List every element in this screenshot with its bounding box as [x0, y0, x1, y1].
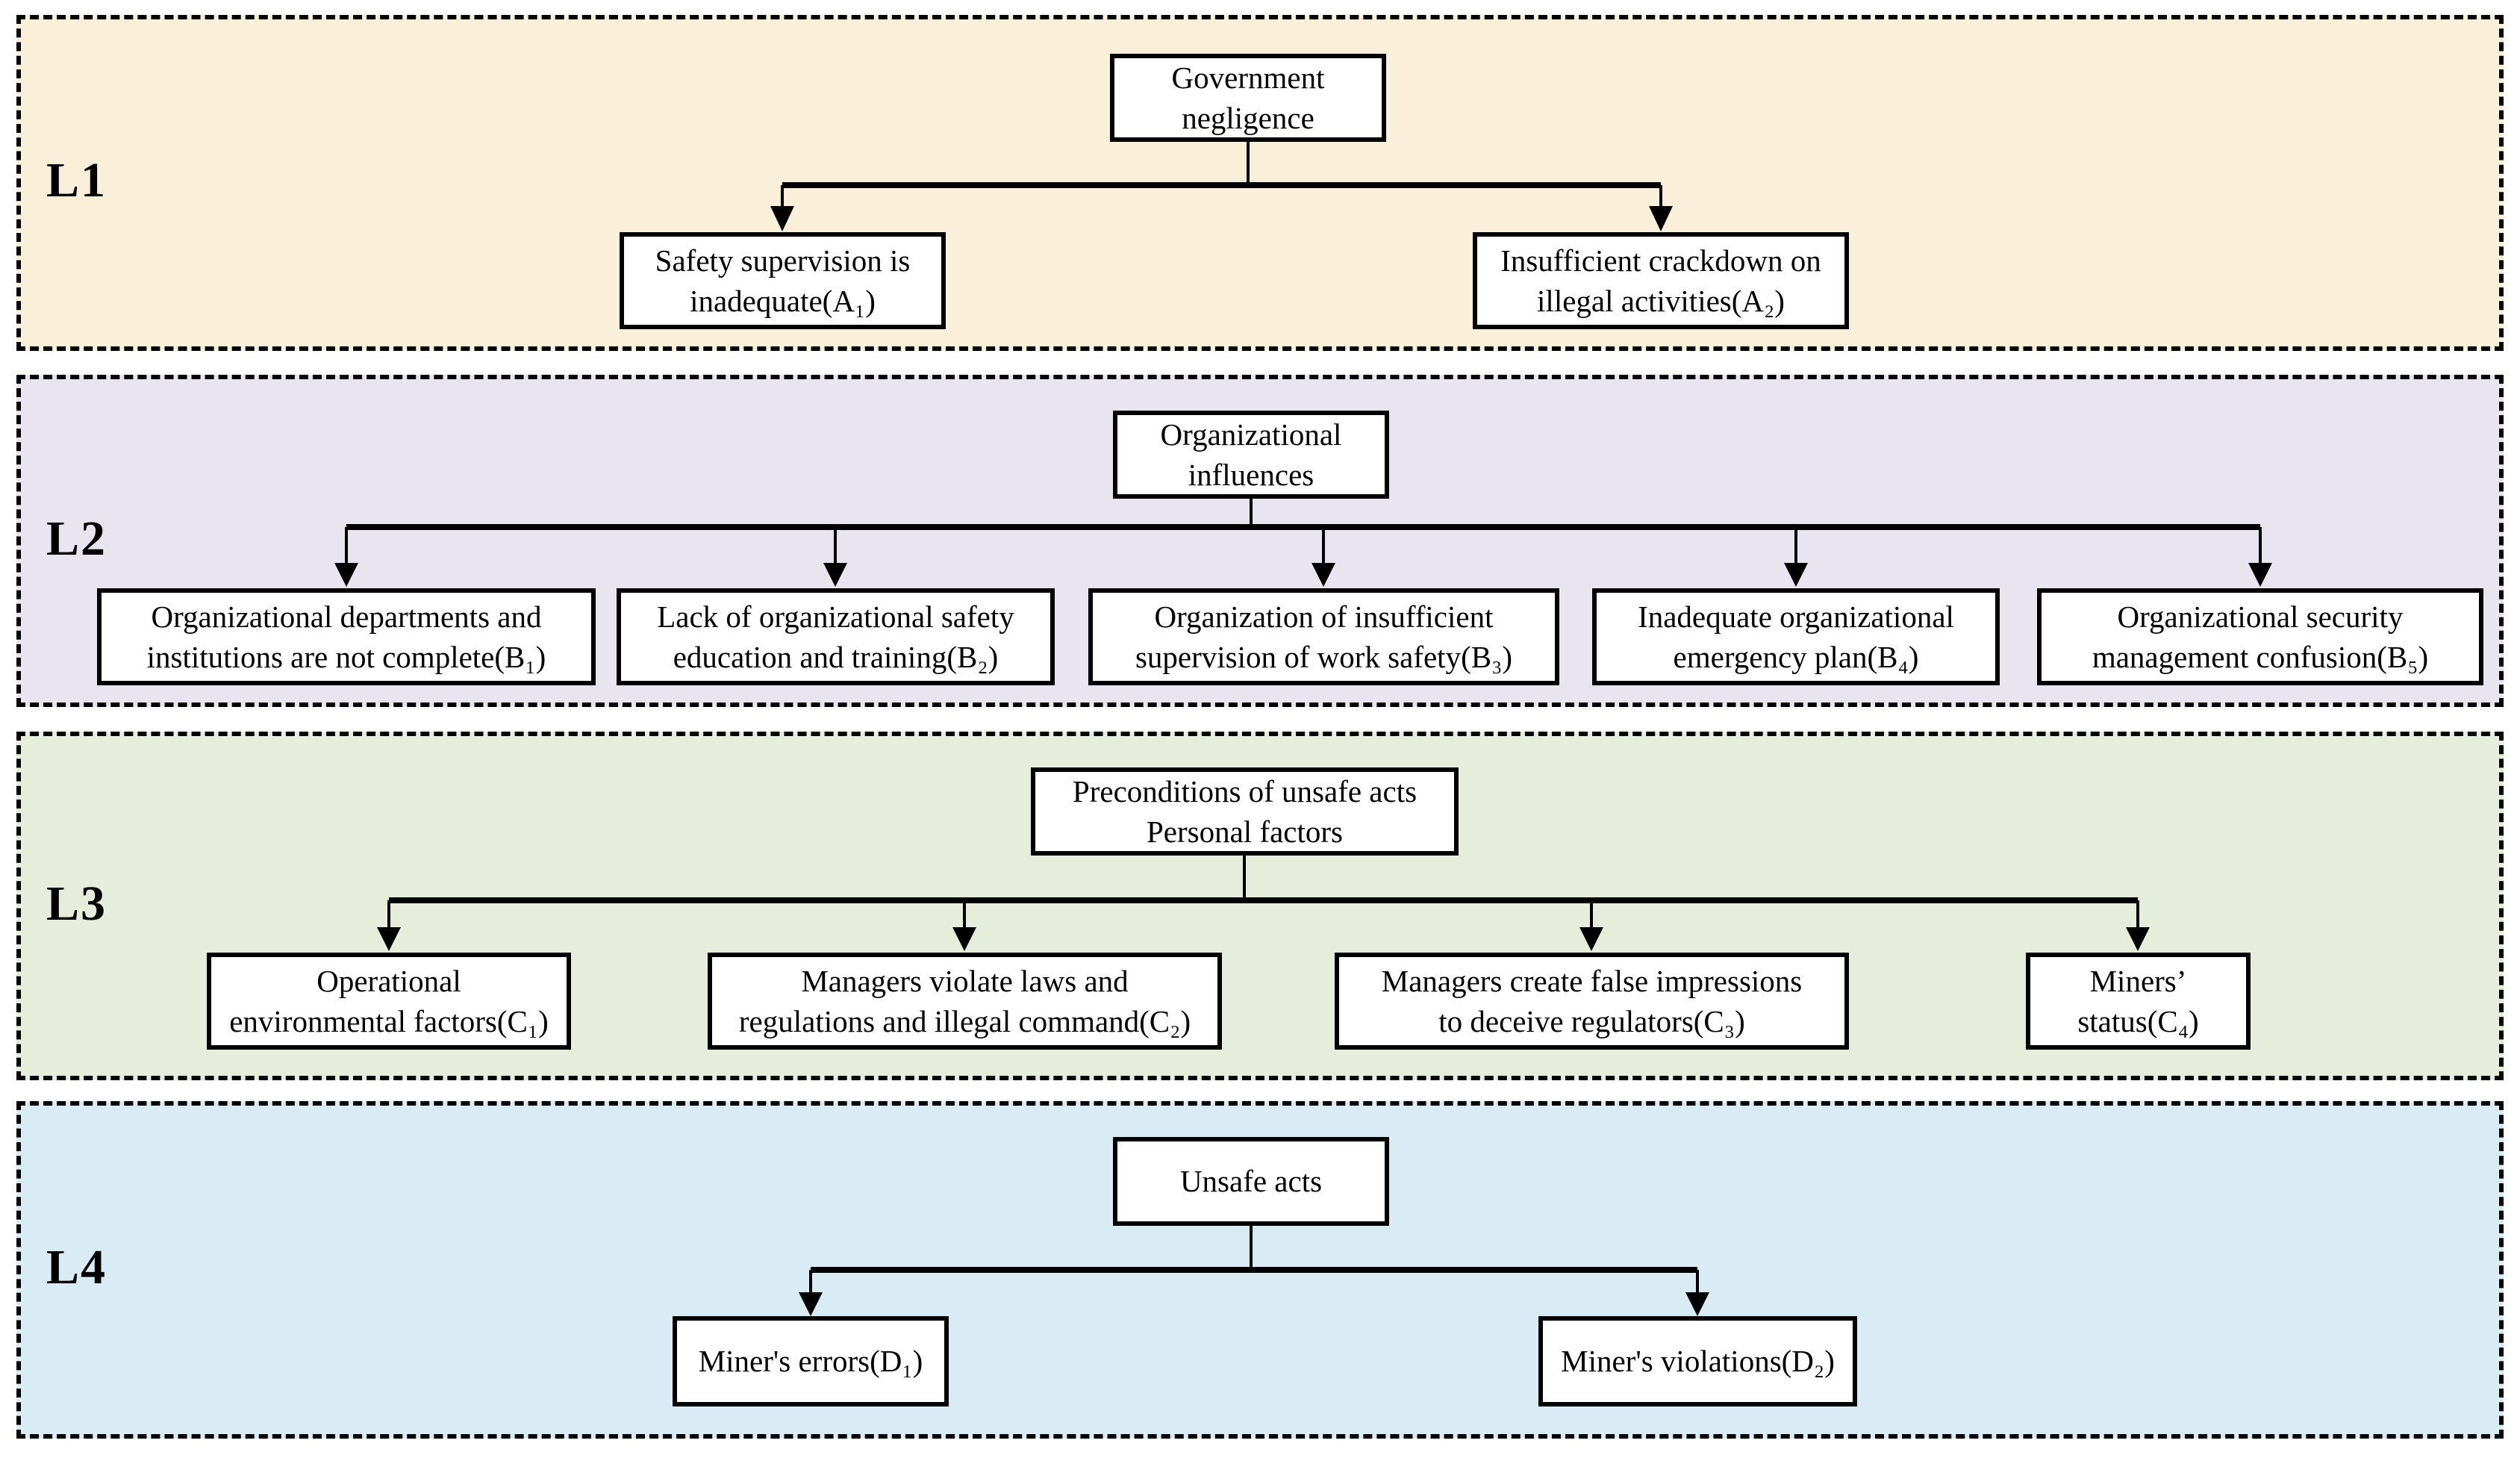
node-d2: Miner's violations(D₂) [1538, 1316, 1857, 1406]
band-l3-label: L3 [46, 876, 107, 931]
node-b5: Organizational security management confu… [2037, 588, 2483, 685]
node-b4: Inadequate organizational emergency plan… [1592, 588, 2000, 685]
node-organizational-influences: Organizational influences [1113, 411, 1389, 499]
band-l2-label: L2 [46, 511, 107, 566]
node-b3: Organization of insufficient supervision… [1088, 588, 1559, 685]
node-a2: Insufficient crackdown on illegal activi… [1473, 232, 1849, 329]
arrowhead [334, 563, 358, 587]
band-l3: L3 Preconditions of unsafe acts Personal… [16, 732, 2504, 1080]
band-l4: L4 Unsafe acts Miner's errors(D₁) Miner'… [16, 1101, 2504, 1439]
arrowhead [1312, 563, 1335, 587]
node-c4: Miners’ status(C₄) [2026, 953, 2251, 1050]
arrowhead [377, 927, 401, 951]
connector-l4 [799, 1224, 1709, 1316]
node-government-negligence: Government negligence [1110, 54, 1386, 142]
arrowhead [799, 1292, 823, 1316]
band-l1-label: L1 [46, 152, 107, 208]
arrowhead [2248, 563, 2272, 587]
arrowhead [952, 927, 976, 951]
arrowhead [1579, 927, 1603, 951]
node-c3: Managers create false impressions to dec… [1335, 953, 1849, 1050]
node-c2: Managers violate laws and regulations an… [708, 953, 1222, 1050]
arrowhead [1784, 563, 1808, 587]
arrowhead [770, 206, 794, 231]
node-c1: Operational environmental factors(C₁) [207, 953, 571, 1050]
arrowhead [1649, 206, 1673, 231]
connector-l3 [377, 854, 2150, 951]
arrowhead [1685, 1292, 1709, 1316]
node-d1: Miner's errors(D₁) [673, 1316, 949, 1406]
band-l2: L2 Organizational influences Organizatio… [16, 375, 2504, 707]
node-b1: Organizational departments and instituti… [97, 588, 596, 685]
connector-l2 [334, 497, 2272, 587]
node-b2: Lack of organizational safety education … [617, 588, 1055, 685]
node-preconditions-unsafe-acts: Preconditions of unsafe acts Personal fa… [1031, 767, 1459, 856]
band-l1: L1 Government negligence Safety supervis… [16, 15, 2504, 351]
arrowhead [2126, 927, 2150, 951]
connector-l1 [770, 139, 1673, 231]
node-unsafe-acts: Unsafe acts [1113, 1137, 1389, 1226]
band-l4-label: L4 [46, 1239, 107, 1295]
node-a1: Safety supervision is inadequate(A₁) [620, 232, 946, 329]
arrowhead [823, 563, 847, 587]
